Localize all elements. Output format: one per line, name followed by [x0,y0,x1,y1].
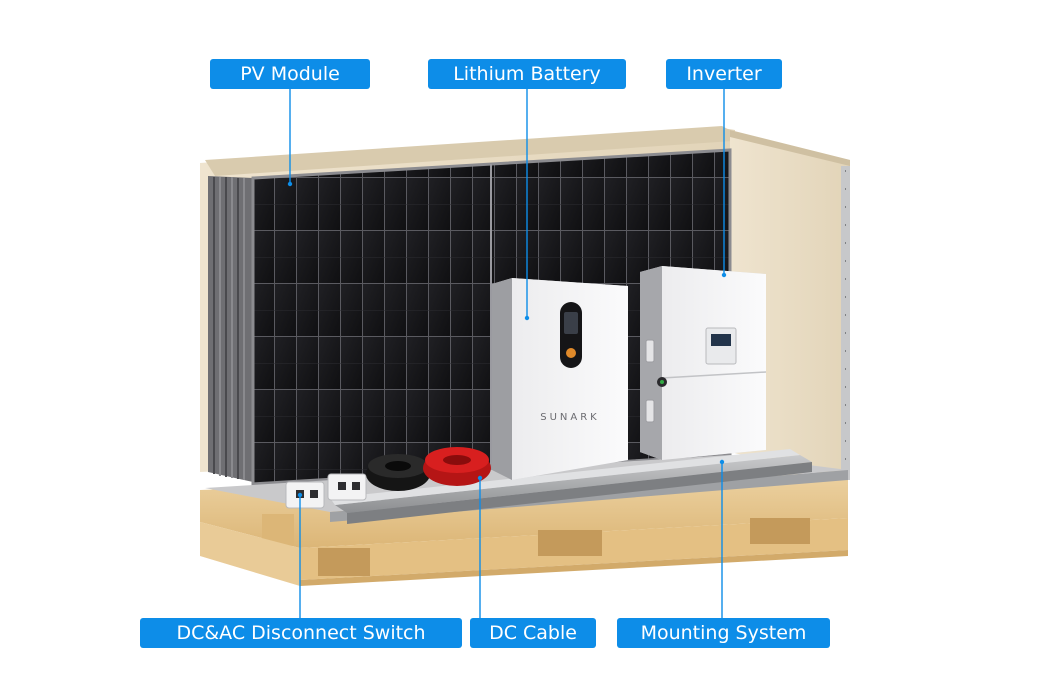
pv-stack-edges [208,176,253,482]
label-mounting-system: Mounting System [617,618,830,648]
leader-dots [287,181,727,498]
battery-brand-text: SUNARK [540,412,600,423]
label-lithium-battery: Lithium Battery [428,59,626,89]
label-dc-cable: DC Cable [470,618,596,648]
label-inverter: Inverter [666,59,782,89]
label-pv-module: PV Module [210,59,370,89]
mounting-rails [330,449,812,524]
leader-lines [289,89,725,618]
label-disconnect-switch: DC&AC Disconnect Switch [140,618,462,648]
disconnect-switch-units [285,473,367,509]
inverter [640,266,767,460]
lithium-battery: SUNARK [492,278,628,480]
dc-cable-coils [366,447,491,491]
